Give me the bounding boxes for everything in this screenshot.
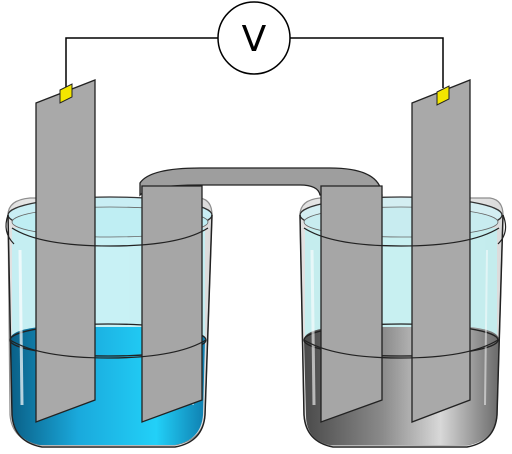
left-electrode (35, 79, 96, 423)
right-wire (290, 37, 444, 88)
voltmeter-label: V (242, 19, 267, 60)
electrode-clip-icon (436, 85, 450, 106)
right-electrode (411, 79, 471, 423)
electrode-clip-icon (59, 83, 73, 104)
voltmeter-icon: V (217, 1, 291, 75)
salt-bridge (139, 167, 383, 423)
external-circuit: V (65, 1, 444, 92)
left-wire (65, 37, 218, 92)
front-rims (9, 227, 500, 359)
